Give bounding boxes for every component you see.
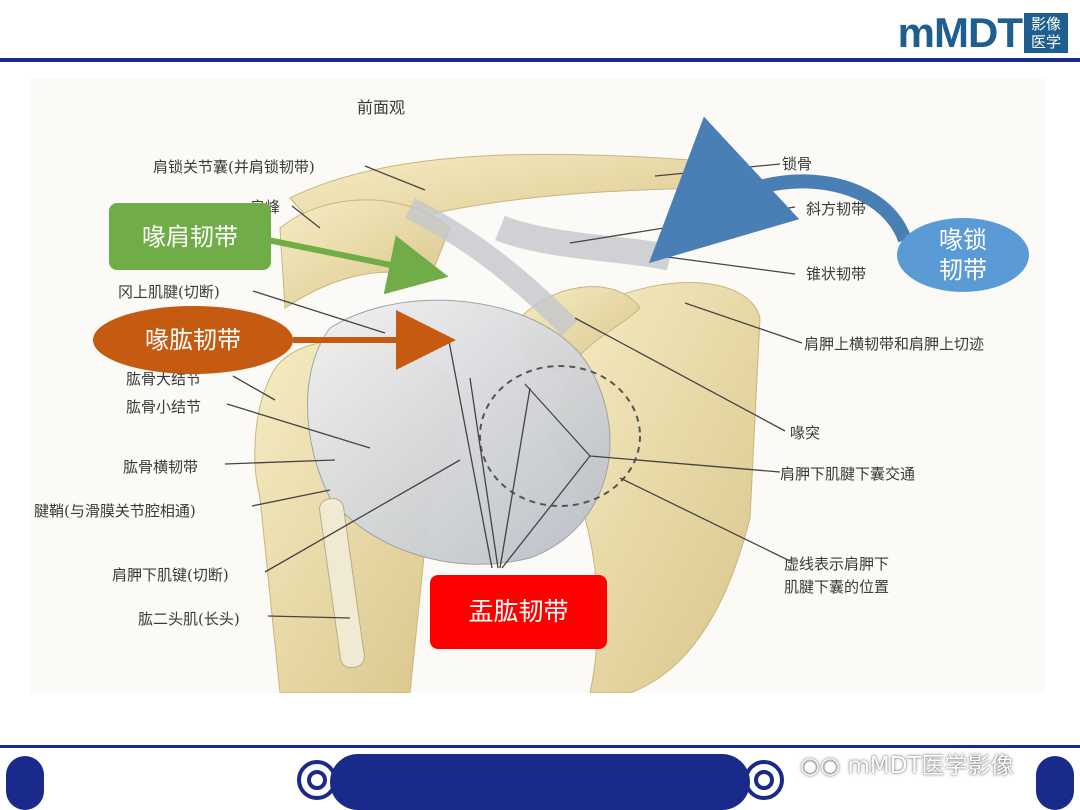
label-subscapular-bursa: 肩胛下肌腱下囊交通 [780,465,916,483]
label-suprascapular: 肩胛上横韧带和肩胛上切迹 [804,335,985,353]
watermark: ◉◉ mMDT医学影像 [800,746,1013,780]
callout-coracohumeral: 喙肱韧带 [93,306,293,374]
callout-coracoclavicular: 喙锁 韧带 [897,218,1029,292]
footer-left-ornament [6,756,44,810]
logo-badge: 影像 医学 [1024,13,1068,53]
callout-coracoclavicular-line2: 韧带 [939,256,987,284]
logo-badge-line1: 影像 [1030,15,1061,33]
logo-badge-line2: 医学 [1030,33,1061,51]
label-trapezoid: 斜方韧带 [806,200,867,218]
label-dashed-note-line1: 虚线表示肩胛下 [784,555,890,573]
label-conoid: 锥状韧带 [806,265,867,283]
callout-coracoacromial: 喙肩韧带 [109,203,271,270]
header-divider [0,58,1080,62]
label-clavicle: 锁骨 [782,155,813,173]
label-subscapularis: 肩胛下肌键(切断) [112,566,229,584]
footer-divider [0,745,1080,748]
view-title: 前面观 [357,98,406,117]
label-acromioclavicular-capsule: 肩锁关节囊(并肩锁韧带) [153,158,315,176]
footer-title-banner [330,754,750,810]
callout-glenohumeral: 盂肱韧带 [430,575,607,649]
label-coracoid: 喙突 [790,424,821,442]
logo-wordmark: mMDT [897,9,1023,56]
brand-logo: mMDT 影像 医学 [898,8,1068,58]
label-supraspinatus: 冈上肌腱(切断) [118,283,220,301]
label-lesser-tubercle: 肱骨小结节 [126,398,202,416]
label-transverse-humeral: 肱骨横韧带 [123,458,199,476]
wechat-icon: ◉◉ [800,753,841,779]
footer-title: mMDT影像医学 [445,17,740,61]
label-tendon-sheath: 腱鞘(与滑膜关节腔相通) [34,502,196,520]
watermark-text: mMDT医学影像 [847,753,1014,779]
cloud-ornament-right-icon [744,760,784,800]
footer-right-ornament [1036,756,1074,810]
footer-bar [0,750,1080,810]
callout-coracoclavicular-line1: 喙锁 [939,226,987,254]
label-dashed-note-line2: 肌腱下囊的位置 [784,578,890,596]
label-biceps-long-head: 肱二头肌(长头) [138,610,240,628]
label-greater-tubercle: 肱骨大结节 [126,370,202,388]
cloud-ornament-left-icon [297,760,337,800]
